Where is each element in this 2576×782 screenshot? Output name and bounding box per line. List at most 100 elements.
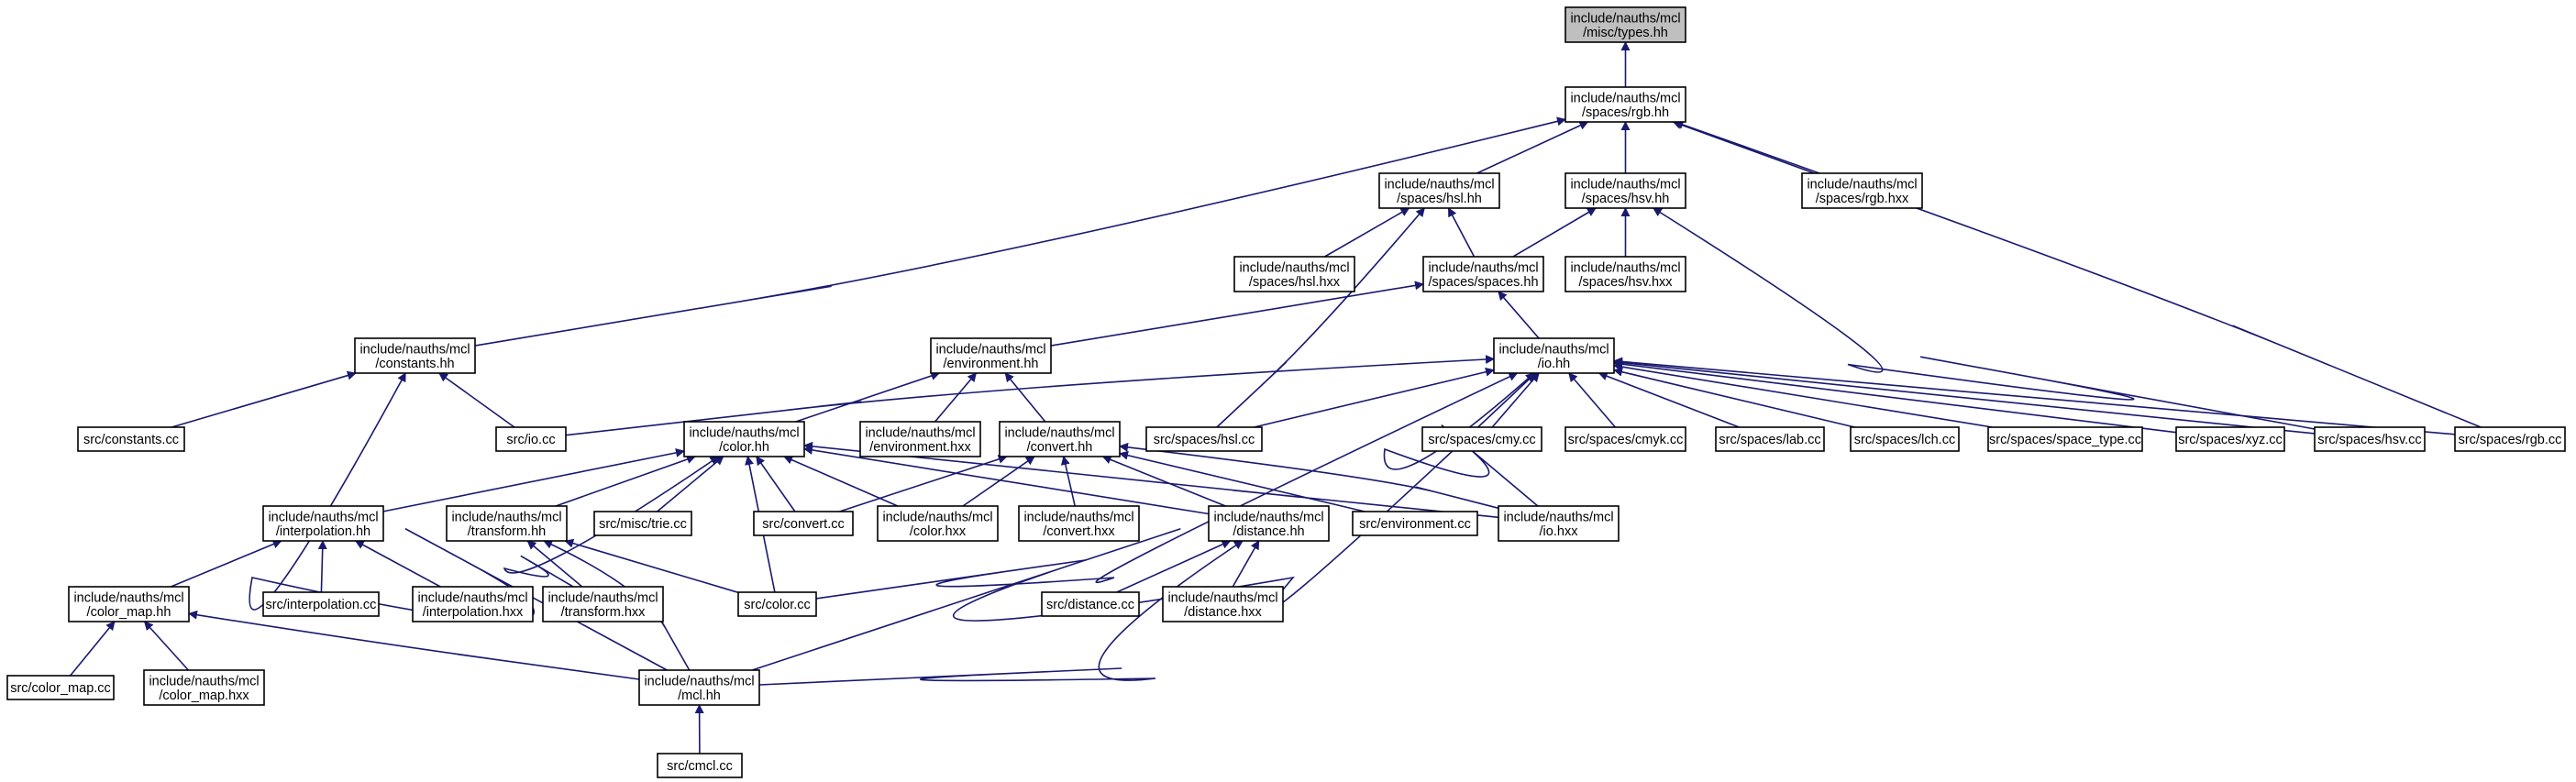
node-cmyk-cc[interactable]: src/spaces/cmyk.cc xyxy=(1564,426,1686,452)
edge-spaces_hh-to-hsl_hh xyxy=(1447,207,1476,258)
node-box xyxy=(1422,256,1544,292)
node-environment-hxx[interactable]: include/nauths/mcl/environment.hxx xyxy=(859,421,981,457)
edge-line xyxy=(69,621,116,677)
node-interpolation-hxx[interactable]: include/nauths/mcl/interpolation.hxx xyxy=(412,586,534,622)
node-label: src/spaces/cmy.cc xyxy=(1428,433,1535,447)
node-transform-hxx[interactable]: include/nauths/mcl/transform.hxx xyxy=(542,586,664,622)
edge-constants_hh-to-rgb_hh xyxy=(474,116,1566,347)
node-label: include/nauths/mcl xyxy=(644,674,754,688)
edges-layer xyxy=(69,41,2482,754)
edge-line xyxy=(1613,362,1993,428)
edge-line xyxy=(1613,367,1855,428)
node-hsl-hh[interactable]: include/nauths/mcl/spaces/hsl.hh xyxy=(1378,172,1500,209)
edge-line xyxy=(962,456,1035,507)
node-hsv-cc[interactable]: src/spaces/hsv.cc xyxy=(2314,426,2426,452)
node-box xyxy=(593,511,692,536)
node-space-type-cc[interactable]: src/spaces/space_type.cc xyxy=(1987,426,2143,452)
node-distance-cc[interactable]: src/distance.cc xyxy=(1041,591,1140,617)
node-box xyxy=(495,426,567,452)
edge-rgb_cc-to-io_hh xyxy=(1613,357,2456,435)
edge-line xyxy=(934,372,978,423)
node-color-cc[interactable]: src/color.cc xyxy=(737,591,817,617)
node-label: /io.hxx xyxy=(1540,524,1579,539)
edge-space_type_cc-to-io_hh xyxy=(1613,362,1993,428)
node-constants-hh[interactable]: include/nauths/mcl/constants.hh xyxy=(354,337,476,374)
node-label: include/nauths/mcl xyxy=(1004,425,1114,440)
edge-line xyxy=(756,456,796,512)
node-label: include/nauths/mcl xyxy=(268,510,378,524)
node-xyz-cc[interactable]: src/spaces/xyz.cc xyxy=(2175,426,2285,452)
node-label: include/nauths/mcl xyxy=(451,510,561,524)
edge-line xyxy=(438,372,515,428)
node-label: include/nauths/mcl xyxy=(1570,11,1680,26)
node-hsv-hh[interactable]: include/nauths/mcl/spaces/hsv.hh xyxy=(1564,172,1686,209)
node-rgb-cc[interactable]: src/spaces/rgb.cc xyxy=(2454,426,2566,452)
edge-rgb_hxx-to-rgb_hh xyxy=(1672,120,1815,174)
node-color-map-hh[interactable]: include/nauths/mcl/color_map.hh xyxy=(68,586,190,622)
node-label: include/nauths/mcl xyxy=(73,590,183,605)
node-label: /distance.hh xyxy=(1233,524,1304,539)
node-label: include/nauths/mcl xyxy=(1570,260,1680,275)
edge-line xyxy=(1060,456,1076,507)
edge-line xyxy=(382,447,685,512)
node-cmy-cc[interactable]: src/spaces/cmy.cc xyxy=(1421,426,1542,452)
node-io-hh[interactable]: include/nauths/mcl/io.hh xyxy=(1493,337,1615,374)
node-box xyxy=(1421,426,1542,452)
node-label: include/nauths/mcl xyxy=(1023,510,1133,524)
edge-constants_cc-to-constants_hh xyxy=(171,370,357,428)
node-distance-hh[interactable]: include/nauths/mcl/distance.hh xyxy=(1208,505,1330,542)
node-hsv-hxx[interactable]: include/nauths/mcl/spaces/hsv.hxx xyxy=(1564,256,1686,292)
node-color-hxx[interactable]: include/nauths/mcl/color.hxx xyxy=(877,505,999,542)
node-interpolation-cc[interactable]: src/interpolation.cc xyxy=(262,591,380,617)
edge-line xyxy=(1568,372,1617,428)
node-rgb-hh[interactable]: include/nauths/mcl/spaces/rgb.hh xyxy=(1564,86,1686,123)
node-color-hh[interactable]: include/nauths/mcl/color.hh xyxy=(683,421,805,457)
edge-line xyxy=(354,540,441,588)
node-cmcl-cc[interactable]: src/cmcl.cc xyxy=(657,753,743,778)
node-label: include/nauths/mcl xyxy=(882,510,992,524)
node-label: /spaces/hsl.hh xyxy=(1397,192,1482,206)
node-color-map-cc[interactable]: src/color_map.cc xyxy=(6,675,115,700)
node-color-map-hxx[interactable]: include/nauths/mcl/color_map.hxx xyxy=(143,669,265,706)
node-convert-cc[interactable]: src/convert.cc xyxy=(753,511,854,536)
node-label: /spaces/hsv.hh xyxy=(1582,192,1670,206)
node-label: src/spaces/hsv.cc xyxy=(2317,433,2421,447)
node-label: /interpolation.hh xyxy=(276,524,370,539)
node-label: include/nauths/mcl xyxy=(1807,177,1917,192)
edge-mcl_hh-to-color_map_hh xyxy=(188,610,640,680)
node-environment-cc[interactable]: src/environment.cc xyxy=(1352,511,1478,536)
edge-hsl_hh-to-rgb_hh xyxy=(1476,121,1589,174)
edge-distance_cc-to-distance_hh xyxy=(1116,540,1232,593)
node-io-cc[interactable]: src/io.cc xyxy=(495,426,567,452)
node-hsl-hxx[interactable]: include/nauths/mcl/spaces/hsl.hxx xyxy=(1233,256,1355,292)
node-transform-hh[interactable]: include/nauths/mcl/transform.hh xyxy=(446,505,568,542)
node-interpolation-hh[interactable]: include/nauths/mcl/interpolation.hh xyxy=(262,505,384,542)
edge-distance_hh-to-convert_hh xyxy=(1101,455,1226,507)
node-trie-cc[interactable]: src/misc/trie.cc xyxy=(593,511,692,536)
node-label: include/nauths/mcl xyxy=(689,425,799,440)
node-rgb-hxx[interactable]: include/nauths/mcl/spaces/rgb.hxx xyxy=(1801,172,1923,209)
node-environment-hh[interactable]: include/nauths/mcl/environment.hh xyxy=(930,337,1052,374)
node-box xyxy=(1564,256,1686,292)
node-box xyxy=(1493,337,1615,374)
node-convert-hh[interactable]: include/nauths/mcl/convert.hh xyxy=(999,421,1121,457)
node-lab-cc[interactable]: src/spaces/lab.cc xyxy=(1715,426,1825,452)
edge-io_cc-to-io_hh xyxy=(565,354,1495,436)
edge-line xyxy=(1498,291,1540,339)
node-box xyxy=(1233,256,1355,292)
node-box xyxy=(1018,505,1140,542)
edge-color_map_cc-to-color_map_hh xyxy=(69,621,116,677)
node-convert-hxx[interactable]: include/nauths/mcl/convert.hxx xyxy=(1018,505,1140,542)
node-distance-hxx[interactable]: include/nauths/mcl/distance.hxx xyxy=(1162,586,1284,622)
node-hsl-cc[interactable]: src/spaces/hsl.cc xyxy=(1145,426,1263,452)
edge-line xyxy=(1050,281,1424,347)
edge-line xyxy=(1652,207,2316,430)
edge-interpolation_hh-to-color_hh xyxy=(382,447,685,512)
node-constants-cc[interactable]: src/constants.cc xyxy=(77,426,185,452)
node-lch-cc[interactable]: src/spaces/lch.cc xyxy=(1850,426,1960,452)
node-io-hxx[interactable]: include/nauths/mcl/io.hxx xyxy=(1498,505,1620,542)
node-spaces-hh[interactable]: include/nauths/mcl/spaces/spaces.hh xyxy=(1422,256,1544,292)
node-mcl-hh[interactable]: include/nauths/mcl/mcl.hh xyxy=(638,669,760,706)
edge-convert_hh-to-environment_hh xyxy=(1004,372,1046,423)
node-types[interactable]: include/nauths/mcl/misc/types.hh xyxy=(1564,6,1686,43)
